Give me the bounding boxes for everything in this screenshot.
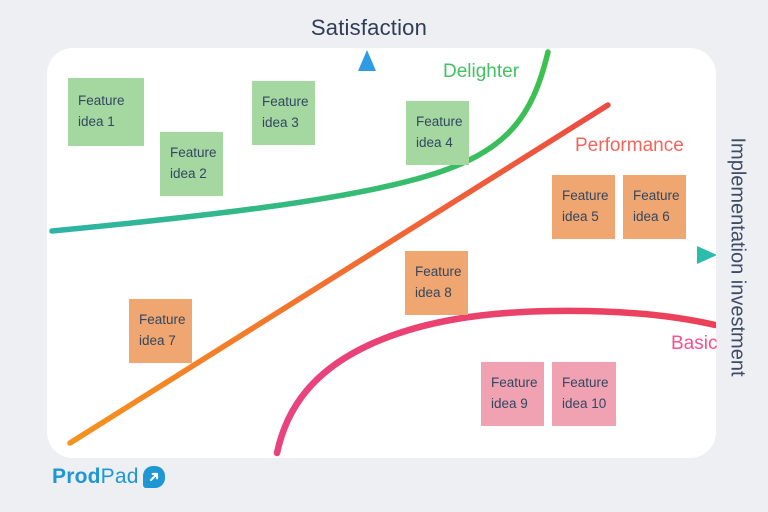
logo-text-regular: Pad: [100, 465, 139, 488]
curves-layer: [49, 49, 716, 458]
sticky-note-feature-idea-10: Feature idea 10: [552, 362, 616, 426]
sticky-note-feature-idea-3: Feature idea 3: [252, 81, 315, 145]
y-axis-title: Satisfaction: [310, 15, 428, 40]
sticky-note-feature-idea-2: Feature idea 2: [160, 132, 223, 196]
x-axis-title: Implementation investment: [726, 137, 749, 377]
axis-arrow-up-icon: [358, 50, 376, 71]
chart-area: Delighter Performance Basic Feature idea…: [47, 48, 718, 458]
delighter-label: Delighter: [443, 61, 520, 82]
logo-text-bold: Prod: [52, 465, 101, 488]
sticky-note-feature-idea-1: Feature idea 1: [68, 78, 144, 146]
performance-label: Performance: [575, 135, 684, 156]
sticky-note-feature-idea-4: Feature idea 4: [406, 101, 469, 165]
delighter-curve: [49, 49, 551, 234]
sticky-note-feature-idea-7: Feature idea 7: [129, 299, 192, 363]
sticky-note-feature-idea-9: Feature idea 9: [481, 362, 544, 426]
performance-line: [67, 102, 611, 446]
basic-label: Basic: [671, 333, 718, 354]
basic-curve: [273, 307, 716, 457]
axis-arrow-right-icon: [697, 246, 716, 264]
sticky-note-feature-idea-8: Feature idea 8: [405, 251, 468, 315]
sticky-note-feature-idea-6: Feature idea 6: [623, 175, 686, 239]
sticky-note-feature-idea-5: Feature idea 5: [552, 175, 615, 239]
arrow-up-right-icon: [142, 466, 165, 488]
